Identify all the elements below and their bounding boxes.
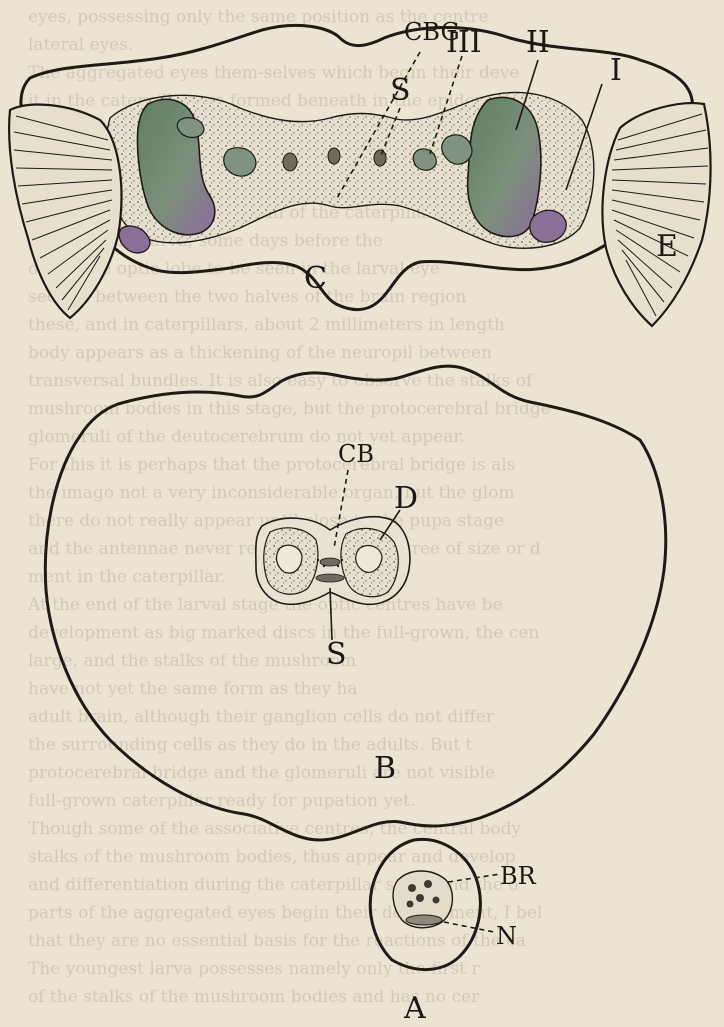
background-text-line: parts of the aggregated eyes begin their… [28, 903, 542, 923]
background-text-line: that they are no essential basis for the… [28, 931, 526, 951]
background-text-line: Though some of the associative centres, … [28, 819, 521, 839]
background-text-line: stalks of the mushroom bodies, thus appe… [28, 847, 516, 867]
label-b: B [374, 751, 396, 786]
background-text-line: body appears as a thickening of the neur… [28, 343, 492, 363]
background-text-line: large, and the stalks of the mushroom [28, 651, 356, 671]
background-text-line: ment in the caterpillar. [28, 567, 226, 587]
background-text-line: At the end of the larval stage the optic… [27, 595, 503, 615]
label-s-mid: S [326, 637, 347, 672]
right-compound-eye [602, 103, 710, 326]
label-br: BR [500, 862, 537, 890]
label-iii: III [446, 25, 482, 60]
background-text-line: the surrounding cells as they do in the … [28, 735, 473, 755]
background-text-line: The aggregated eyes them-selves which be… [28, 63, 519, 83]
left-compound-eye [9, 105, 121, 318]
label-d: D [394, 481, 418, 516]
label-a: A [403, 991, 426, 1026]
background-text-line: protocerebral bridge and the glomeruli a… [28, 763, 495, 783]
label-cb: CB [338, 440, 374, 468]
background-text-line: lateral eyes. [28, 35, 133, 55]
background-text-line: development as big marked discs in the f… [28, 623, 539, 643]
background-text-line: For this it is perhaps that the protocer… [28, 455, 515, 475]
label-n: N [496, 922, 517, 950]
background-text-line: glomeruli of the deutocerebrum do not ye… [28, 427, 465, 447]
label-ii: II [526, 25, 550, 60]
background-text-line: the imago not a very inconsiderable orga… [28, 483, 515, 503]
label-s-top: S [390, 73, 411, 108]
background-text-line: these, and in caterpillars, about 2 mill… [28, 315, 505, 335]
label-i: I [610, 53, 622, 88]
label-e: E [656, 229, 678, 264]
label-c: C [304, 261, 327, 296]
background-text-line: it in the caterpillar are formed beneath… [28, 91, 484, 111]
